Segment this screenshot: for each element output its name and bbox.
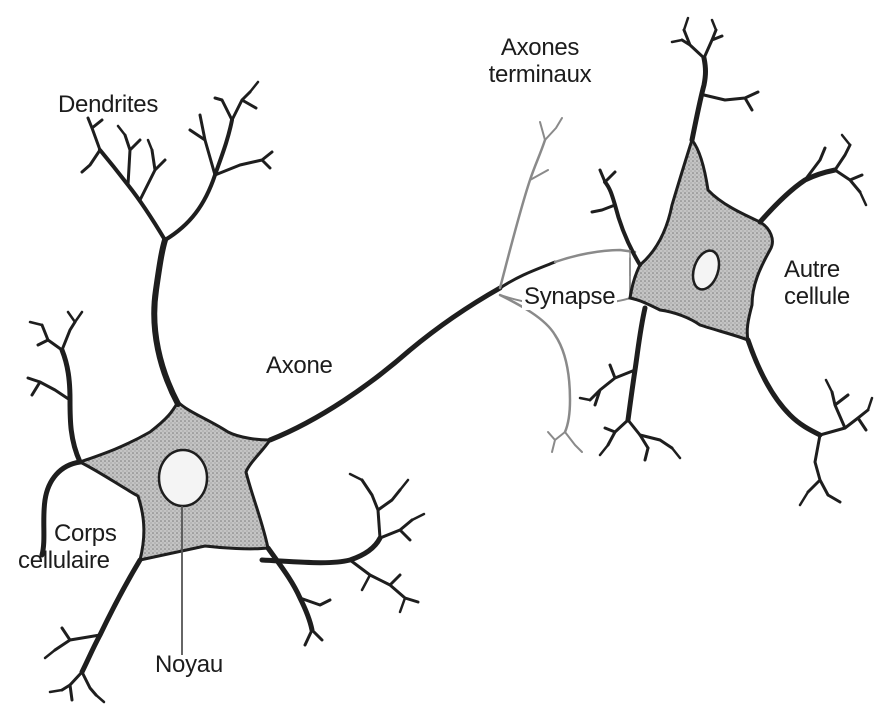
label-axon-terminals-line2: terminaux: [470, 61, 610, 88]
other-cell-body: [630, 140, 772, 340]
label-axon: Axone: [266, 352, 333, 379]
label-synapse: Synapse: [522, 283, 617, 310]
label-other-cell-line2: cellule: [784, 283, 850, 310]
dendrite-lower-right: [262, 474, 424, 645]
label-dendrites: Dendrites: [58, 91, 158, 118]
main-neuron: [28, 82, 635, 702]
label-nucleus: Noyau: [155, 651, 223, 678]
label-cell-body: Corps cellulaire: [18, 520, 117, 574]
label-cell-body-line1: Corps: [18, 520, 117, 547]
label-other-cell-line1: Autre: [784, 256, 850, 283]
nucleus: [159, 450, 207, 506]
dendrite-top: [82, 82, 272, 404]
label-axon-terminals: Axones terminaux: [470, 34, 610, 88]
dendrite-lower-left: [42, 462, 140, 702]
label-axon-terminals-line1: Axones: [470, 34, 610, 61]
label-cell-body-line2: cellulaire: [18, 547, 117, 574]
dendrite-left: [28, 312, 82, 462]
label-other-cell: Autre cellule: [784, 256, 850, 310]
